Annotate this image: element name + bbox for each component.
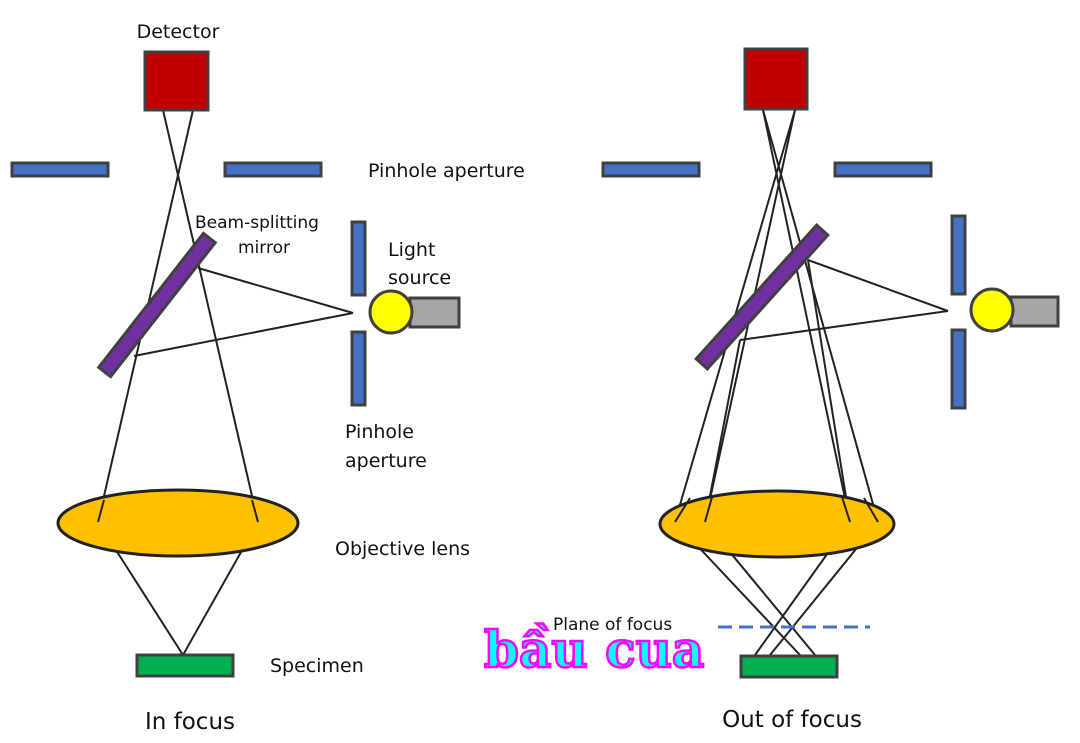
beam-splitting-label-2: mirror <box>238 238 290 258</box>
light-source-bulb-right <box>969 287 1015 333</box>
beam-splitting-mirror-right <box>694 222 830 372</box>
lower-pinhole-label-2: aperture <box>345 450 427 472</box>
in-focus-lens-rays <box>97 499 259 523</box>
beam-splitting-label-1: Beam-splitting <box>195 213 319 233</box>
light-source-bulb <box>368 289 414 335</box>
light-pinhole-upper-bar <box>350 220 367 297</box>
light-pinhole-upper-bar-right <box>950 214 967 296</box>
in-focus-caption: In focus <box>145 709 235 735</box>
watermark-text: bầu cua <box>484 620 704 679</box>
objective-lens <box>56 488 300 558</box>
plane-of-focus-label: Plane of focus <box>553 615 672 635</box>
pinhole-aperture-left-bar-right <box>601 161 701 178</box>
lower-pinhole-label-1: Pinhole <box>345 421 414 443</box>
pinhole-aperture-right-bar <box>223 161 323 178</box>
detector-label: Detector <box>137 21 220 43</box>
in-focus-panel <box>10 50 461 678</box>
light-source-label-2: source <box>388 267 451 289</box>
out-of-focus-caption: Out of focus <box>722 707 862 733</box>
light-source-label-1: Light <box>388 239 435 261</box>
objective-lens-label: Objective lens <box>335 538 470 560</box>
pinhole-aperture-label: Pinhole aperture <box>368 160 525 182</box>
objective-lens-right <box>658 489 896 559</box>
specimen <box>135 653 235 678</box>
in-focus-rays <box>97 109 354 656</box>
specimen-label: Specimen <box>270 655 364 677</box>
pinhole-aperture-left-bar <box>10 161 110 178</box>
light-pinhole-lower-bar <box>350 330 367 407</box>
out-of-focus-panel <box>601 47 1060 679</box>
detector <box>143 50 210 112</box>
out-of-focus-lens-rays <box>674 496 879 523</box>
pinhole-aperture-right-bar-right <box>833 161 933 178</box>
detector-right <box>743 47 809 111</box>
light-source-housing <box>408 296 461 329</box>
light-source-housing-right <box>1009 295 1060 328</box>
beam-splitting-mirror <box>96 231 218 379</box>
out-of-focus-rays <box>674 109 949 656</box>
specimen-right <box>739 654 839 679</box>
light-pinhole-lower-bar-right <box>950 328 967 410</box>
